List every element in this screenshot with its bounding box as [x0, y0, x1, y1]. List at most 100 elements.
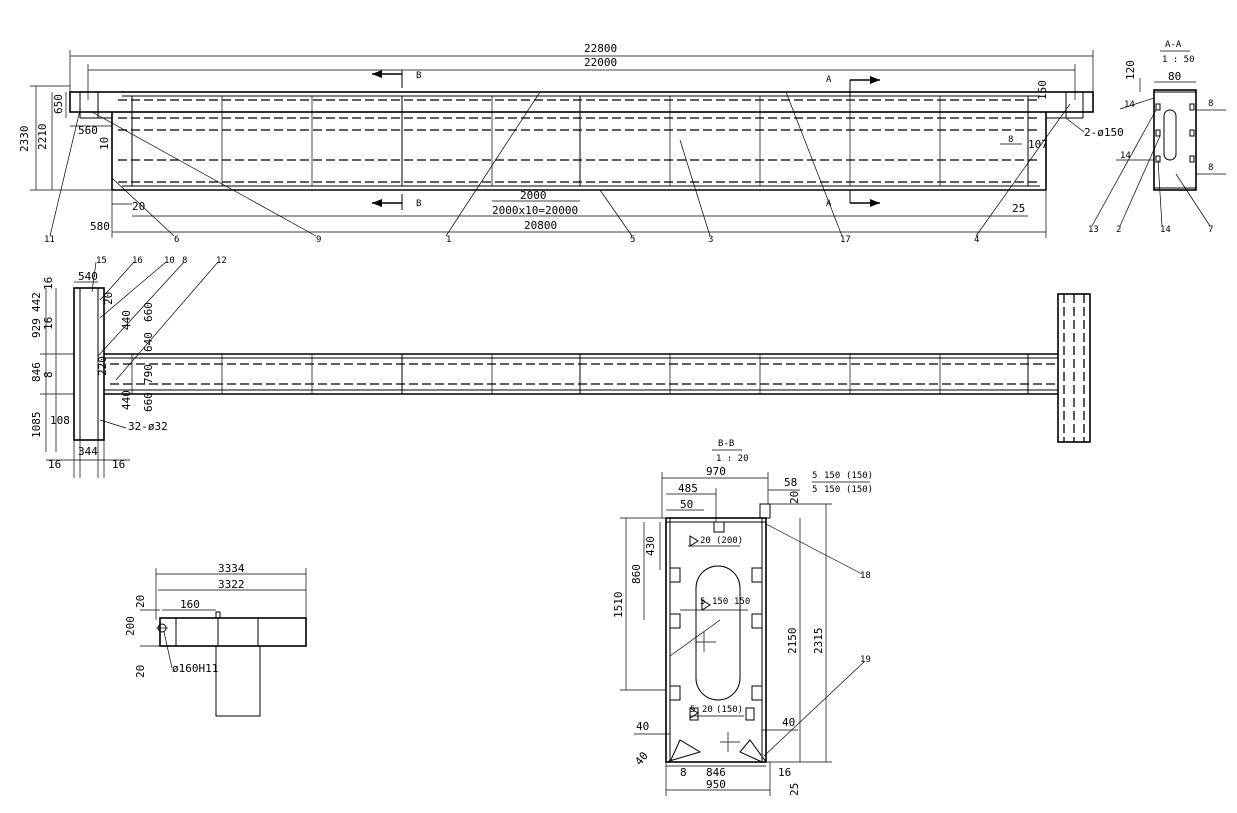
part-8: 8 [182, 256, 187, 266]
svg-text:220: 220 [96, 356, 109, 376]
part-6: 6 [174, 235, 179, 245]
svg-text:8: 8 [42, 371, 55, 378]
svg-text:16: 16 [42, 277, 55, 290]
right-dim-25: 25 [1012, 202, 1025, 215]
svg-text:20: 20 [788, 491, 801, 504]
inner-length-dim: 20800 [524, 219, 557, 232]
part-17: 17 [840, 235, 851, 245]
total-height-dim: 2330 [18, 126, 31, 153]
svg-text:B: B [416, 71, 421, 81]
section-mark-b-top: B [372, 70, 421, 88]
svg-text:20: 20 [134, 595, 147, 608]
bb-dim-2150: 2150 [786, 628, 799, 655]
bb-dim-485: 485 [678, 482, 698, 495]
part-10: 10 [164, 256, 175, 266]
right-dim-107: 107 [1028, 138, 1048, 151]
overall-length-dim: 22800 [584, 42, 617, 55]
part-7: 7 [1208, 225, 1213, 235]
plan-holes-label: 32-ø32 [128, 420, 168, 433]
svg-text:150: 150 [824, 471, 840, 481]
bb-dim-950: 950 [706, 778, 726, 791]
plan-dim-540: 540 [78, 270, 98, 283]
plan-part-leaders: 15 16 10 8 12 [91, 256, 227, 381]
bb-dim-846: 846 [706, 766, 726, 779]
plan-dim-929: 929 [30, 318, 43, 338]
dim-580: 580 [90, 220, 110, 233]
svg-text:5: 5 [812, 471, 817, 481]
svg-text:20: 20 [702, 705, 713, 715]
section-mark-b-bottom: B [372, 194, 421, 210]
section-aa-scale: 1 : 50 [1162, 55, 1195, 65]
section-b-b-view: B-B 1 : 20 970 485 50 58 20 430 [612, 439, 873, 796]
svg-text:(150): (150) [846, 471, 873, 481]
svg-text:14: 14 [1120, 151, 1131, 161]
span-length-dim: 22000 [584, 56, 617, 69]
top-dim-650: 650 [52, 94, 65, 114]
svg-text:860: 860 [630, 564, 643, 584]
svg-text:16: 16 [112, 458, 125, 471]
svg-text:150: 150 [712, 597, 728, 607]
svg-text:5: 5 [812, 485, 817, 495]
svg-text:14: 14 [1124, 100, 1135, 110]
part-13: 13 [1088, 225, 1099, 235]
part-5: 5 [630, 235, 635, 245]
part-16: 16 [132, 256, 143, 266]
bay-dim: 2000 [520, 189, 547, 202]
right-holes-label: 2-ø150 [1084, 126, 1124, 139]
svg-text:(150): (150) [716, 705, 743, 715]
svg-text:344: 344 [78, 445, 98, 458]
svg-text:40: 40 [636, 720, 649, 733]
svg-text:8: 8 [1208, 99, 1213, 109]
plan-dim-846: 846 [30, 362, 43, 382]
weld-symbols: 5 150 (150) 5 150 (150) 20 (200) 5 150 1… [669, 471, 873, 752]
section-aa-title: A-A [1165, 40, 1182, 50]
svg-text:5: 5 [690, 705, 695, 715]
svg-text:25: 25 [788, 783, 801, 796]
svg-text:16: 16 [48, 458, 61, 471]
detail-bore-label: ø160H11 [172, 662, 218, 675]
svg-text:440: 440 [120, 310, 133, 330]
part-2: 2 [1116, 225, 1121, 235]
svg-text:58: 58 [784, 476, 797, 489]
part-18: 18 [860, 571, 871, 581]
svg-text:40: 40 [632, 749, 650, 768]
svg-text:660: 660 [142, 302, 155, 322]
section-a-a-view: A-A 1 : 50 120 80 14 14 8 8 13 2 14 7 [1088, 40, 1226, 235]
svg-text:108: 108 [50, 414, 70, 427]
svg-text:200: 200 [124, 616, 137, 636]
elevation-part-leaders: 11 6 9 1 5 3 17 4 [44, 91, 1071, 245]
detail-dim-160: 160 [180, 598, 200, 611]
aa-dim-120: 120 [1124, 60, 1137, 80]
part-4: 4 [974, 235, 979, 245]
svg-text:442: 442 [30, 292, 43, 312]
svg-text:660: 660 [142, 392, 155, 412]
part-15: 15 [96, 256, 107, 266]
part-19: 19 [860, 655, 871, 665]
svg-text:20: 20 [134, 665, 147, 678]
section-mark-a-top: A [826, 75, 880, 96]
svg-text:B: B [416, 199, 421, 209]
svg-text:8: 8 [680, 766, 687, 779]
part-11: 11 [44, 235, 55, 245]
part-9: 9 [316, 235, 321, 245]
svg-text:20: 20 [102, 292, 115, 305]
dim-10: 10 [98, 137, 111, 150]
bb-dim-970: 970 [706, 465, 726, 478]
plan-dim-1085: 1085 [30, 412, 43, 439]
right-dim-150: 150 [1036, 80, 1049, 100]
svg-text:150: 150 [734, 597, 750, 607]
girder-plan: 540 16 929 442 20 440 660 16 640 846 8 2… [30, 256, 1091, 478]
detail-dim-3334: 3334 [218, 562, 245, 575]
svg-text:A: A [826, 199, 832, 209]
svg-text:8: 8 [1008, 135, 1013, 145]
girder-elevation: 22800 22000 [18, 42, 1124, 245]
svg-text:16: 16 [778, 766, 791, 779]
svg-text:16: 16 [42, 317, 55, 330]
section-bb-title: B-B [718, 439, 734, 449]
svg-text:(150): (150) [846, 485, 873, 495]
end-detail-view: 3334 3322 20 160 200 20 ø160H11 [124, 562, 307, 717]
svg-text:790: 790 [142, 364, 155, 384]
svg-text:5: 5 [700, 597, 705, 607]
part-3: 3 [708, 235, 713, 245]
